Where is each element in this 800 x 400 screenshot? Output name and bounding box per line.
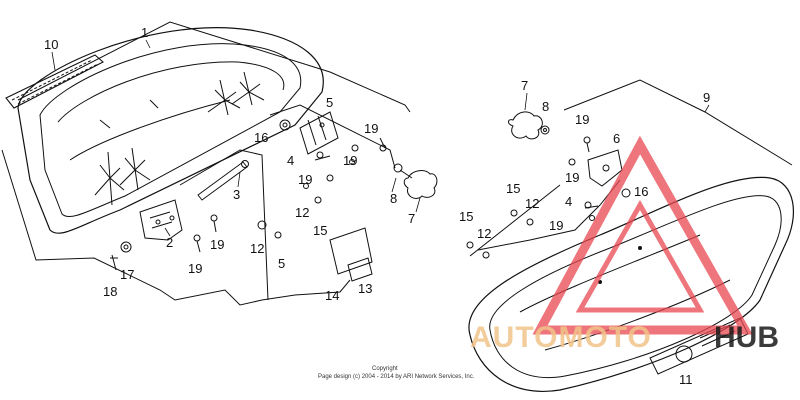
callout-1: 1 (141, 25, 148, 40)
callout-4-right: 4 (565, 194, 572, 209)
callout-15-c: 15 (459, 209, 473, 224)
callout-7-right: 7 (521, 78, 528, 93)
hinge-post-left-rear (207, 71, 265, 116)
right-assembly (466, 79, 794, 392)
callout-17: 17 (120, 267, 134, 282)
callout-3: 3 (233, 187, 240, 202)
hinge-part-6 (587, 149, 623, 187)
callout-6: 6 (613, 131, 620, 146)
knob-part-7-left (399, 169, 438, 199)
hinge-post-left-front (94, 147, 151, 206)
watermark-text-hub: HUB (714, 321, 779, 354)
gasket-part-10 (5, 54, 104, 109)
knob-part-7-right (508, 111, 543, 140)
callout-19-f: 19 (575, 112, 589, 127)
callout-5-lower: 5 (278, 256, 285, 271)
callout-19-b: 19 (343, 153, 357, 168)
callout-18: 18 (103, 284, 117, 299)
small-hardware-left (110, 119, 403, 271)
warning-triangle-logo (532, 135, 753, 335)
callout-12-d: 12 (477, 226, 491, 241)
callout-15-b: 15 (506, 181, 520, 196)
copyright-line-1: Copyright (372, 366, 398, 372)
callout-12-b: 12 (250, 241, 264, 256)
hinge-part-5-left (299, 111, 339, 155)
callout-15-a: 15 (313, 223, 327, 238)
callout-19-h: 19 (549, 218, 563, 233)
callout-2: 2 (166, 235, 173, 250)
bracket-part-2 (139, 199, 183, 241)
left-cover-part-1 (17, 27, 324, 234)
callout-14: 14 (325, 288, 339, 303)
watermark: AUTOMOTO HUB (470, 135, 779, 354)
callout-12-c: 12 (525, 196, 539, 211)
watermark-text-automoto: AUTOMOTO (470, 321, 652, 354)
copyright-line-2: Page design (c) 2004 - 2014 by ARI Netwo… (318, 374, 475, 380)
callout-16-left: 16 (254, 130, 268, 145)
callout-5-upper: 5 (326, 95, 333, 110)
callout-19-c: 19 (298, 172, 312, 187)
right-cover-part-9 (468, 176, 794, 392)
leader-lines (51, 39, 710, 237)
plate-part-14 (329, 227, 373, 275)
callout-10: 10 (44, 37, 58, 52)
rod-part-3 (197, 160, 249, 201)
callout-19-g: 19 (565, 170, 579, 185)
callout-9: 9 (703, 90, 710, 105)
small-hardware-right (466, 125, 631, 259)
callout-19-e: 19 (188, 261, 202, 276)
callout-16-right: 16 (634, 184, 648, 199)
callout-labels: 1 10 5 16 19 4 19 19 3 8 7 12 15 2 19 12… (44, 25, 710, 387)
callout-7-left: 7 (408, 211, 415, 226)
callout-4-left: 4 (287, 153, 294, 168)
callout-11: 11 (679, 372, 693, 387)
callout-13: 13 (358, 281, 372, 296)
callout-12-a: 12 (295, 205, 309, 220)
callout-8-right: 8 (542, 99, 549, 114)
callout-19-d: 19 (210, 237, 224, 252)
callout-8-left: 8 (390, 191, 397, 206)
plate-part-13 (347, 257, 373, 282)
callout-19-a: 19 (364, 121, 378, 136)
left-assembly (1, 21, 438, 306)
